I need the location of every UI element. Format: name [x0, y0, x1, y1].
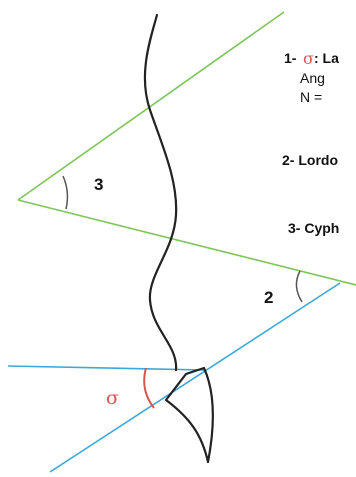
angle-3-arc — [62, 175, 69, 210]
legend-item2: 2- Lordo — [282, 152, 338, 168]
legend-item3: 3- Cyph — [288, 220, 339, 236]
angle-2-label: 2 — [264, 288, 273, 307]
sigma-arc — [143, 367, 155, 409]
sigma-angle-label: σ — [106, 387, 119, 409]
sacrum-shape — [164, 366, 215, 464]
angle-3-label: 3 — [94, 175, 103, 194]
green-upper-line — [17, 11, 285, 201]
legend-item1-line3: N = — [300, 89, 322, 105]
legend-item1-line2: Ang — [300, 70, 325, 86]
legend-item1-number: 1- — [284, 50, 297, 66]
spine-curve — [143, 13, 178, 372]
legend-item1-sigma: σ — [303, 49, 314, 68]
legend-item1-title: : La — [314, 50, 339, 66]
angle-2-arc — [295, 270, 303, 303]
blue-long-line — [49, 282, 341, 473]
green-lower-line — [17, 199, 356, 286]
blue-horizontal-line — [7, 365, 206, 371]
legend: 1- σ : La Ang N = 2- Lordo 3- Cyph — [282, 49, 339, 236]
